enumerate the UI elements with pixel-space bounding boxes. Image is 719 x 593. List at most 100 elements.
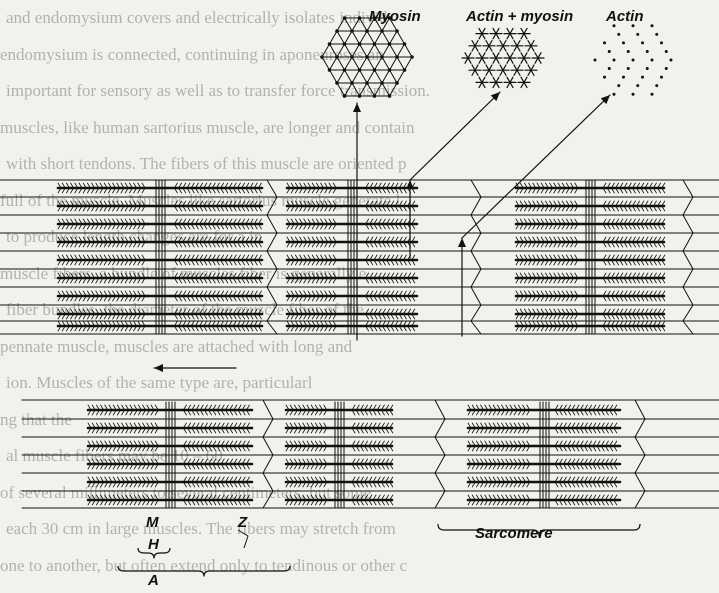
myosin-dot: [380, 81, 384, 85]
lattice-edge: [367, 83, 375, 96]
label-m: M: [146, 514, 159, 531]
actin-dot: [627, 50, 630, 53]
lattice-edge: [382, 70, 390, 83]
myosin-dot: [328, 68, 332, 72]
lattice-edge: [345, 31, 353, 44]
myosin-dot: [380, 29, 384, 33]
myosin-dot: [350, 55, 354, 59]
lattice-edge: [360, 57, 368, 70]
arrow-to-actin-myosin-a: [406, 180, 414, 258]
relaxed-row: [0, 180, 719, 334]
lattice-edge: [367, 57, 375, 70]
actin-cross-section: [594, 24, 673, 95]
myosin-dot: [358, 68, 362, 72]
myosin-dot: [388, 42, 392, 46]
arrow-head: [154, 364, 163, 372]
lattice-edge: [330, 44, 338, 57]
actin-dot: [622, 41, 625, 44]
myosin-dot: [373, 68, 377, 72]
myosin-dot: [388, 68, 392, 72]
lattice-edge: [330, 70, 338, 83]
lattice-edge: [345, 44, 353, 57]
arrow-head: [353, 103, 361, 112]
label-a: A: [148, 572, 159, 589]
lattice-edge: [352, 18, 360, 31]
actin-dot: [603, 41, 606, 44]
myosin-dot: [350, 29, 354, 33]
actin-dot: [651, 93, 654, 96]
actin-dot: [670, 59, 673, 62]
label-actin: Actin: [606, 8, 644, 25]
actin-dot: [613, 93, 616, 96]
lattice-edge: [330, 57, 338, 70]
actin-dot: [651, 24, 654, 27]
actin-dot: [641, 41, 644, 44]
myosin-dot: [395, 81, 399, 85]
lattice-edge: [337, 57, 345, 70]
lattice-edge: [352, 31, 360, 44]
z-line: [267, 180, 277, 334]
myosin-dot: [410, 55, 414, 59]
a-brace: [118, 566, 290, 576]
lattice-edge: [360, 18, 368, 31]
braces: [118, 524, 640, 576]
lattice-edge: [352, 44, 360, 57]
myosin-dot: [350, 81, 354, 85]
lattice-edge: [397, 31, 405, 44]
myosin-dot: [335, 55, 339, 59]
lattice-edge: [405, 44, 413, 57]
actin-dot: [655, 33, 658, 36]
actin-myosin-cross-section: [462, 28, 544, 87]
z-line: [435, 400, 445, 508]
myosin-dot: [403, 68, 407, 72]
arrow-shaft: [462, 95, 610, 238]
lattice-edge: [375, 70, 383, 83]
lattice-edge: [382, 83, 390, 96]
arrow-to-actin-myosin: [410, 92, 500, 180]
lattice-edge: [337, 44, 345, 57]
lattice-edge: [337, 18, 345, 31]
actin-dot: [646, 50, 649, 53]
myosin-dot: [373, 42, 377, 46]
arrow-head: [458, 238, 466, 247]
lattice-edge: [367, 31, 375, 44]
myosin-dot: [358, 94, 362, 98]
label-myosin: Myosin: [369, 8, 421, 25]
contracted-row: [22, 400, 719, 508]
lattice-edge: [345, 83, 353, 96]
lattice-edge: [345, 18, 353, 31]
actin-dot: [665, 50, 668, 53]
lattice-edge: [390, 70, 398, 83]
actin-dot: [617, 84, 620, 87]
lattice-edge: [360, 44, 368, 57]
lattice-edge: [375, 31, 383, 44]
myosin-dot: [343, 16, 347, 20]
lattice-edge: [405, 57, 413, 70]
lattice-edge: [337, 31, 345, 44]
lattice-edge: [352, 70, 360, 83]
arrow-shaft: [410, 92, 500, 180]
lattice-edge: [352, 83, 360, 96]
lattice-edge: [390, 31, 398, 44]
lattice-edge: [382, 57, 390, 70]
actin-dot: [641, 76, 644, 79]
myosin-dot: [335, 29, 339, 33]
actin-dot: [632, 93, 635, 96]
lattice-edge: [360, 70, 368, 83]
myosin-dot: [343, 94, 347, 98]
lattice-edge: [390, 44, 398, 57]
myosin-dot: [395, 29, 399, 33]
myosin-dot: [328, 42, 332, 46]
z-line: [471, 180, 481, 334]
lattice-edge: [382, 31, 390, 44]
myosin-dot: [373, 94, 377, 98]
actin-dot: [608, 67, 611, 70]
myosin-dot: [320, 55, 324, 59]
myosin-dot: [365, 55, 369, 59]
myosin-dot: [388, 94, 392, 98]
actin-dot: [655, 84, 658, 87]
z-line: [683, 180, 693, 334]
lattice-edge: [390, 83, 398, 96]
lattice-edge: [382, 44, 390, 57]
